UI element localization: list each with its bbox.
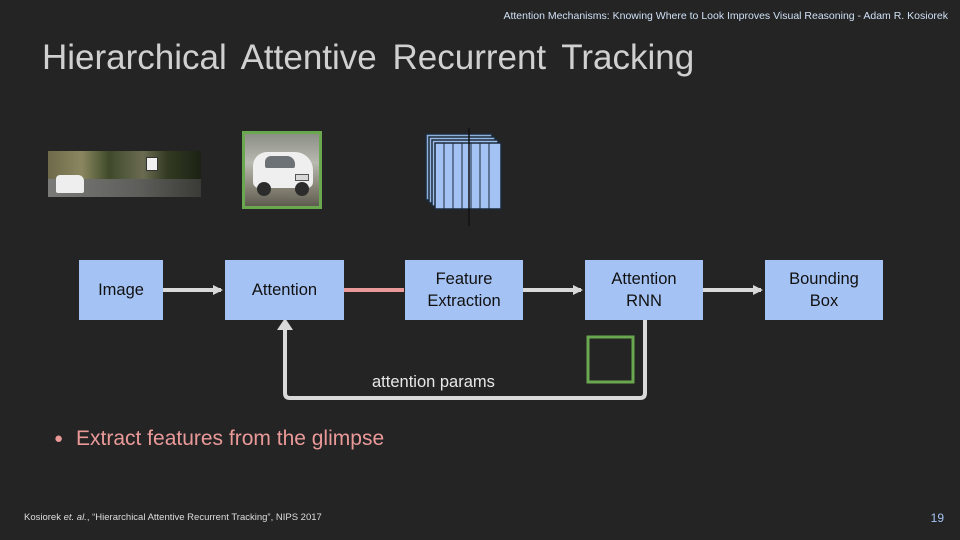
- bullet-text: Extract features from the glimpse: [76, 427, 385, 450]
- node-feature-extraction: Feature Extraction: [405, 260, 523, 320]
- feedback-arrowhead: [277, 318, 293, 330]
- citation-authors: Kosiorek: [24, 512, 64, 523]
- node-image: Image: [79, 260, 163, 320]
- header-caption: Attention Mechanisms: Knowing Where to L…: [503, 10, 948, 22]
- car-wheel-right: [295, 182, 309, 196]
- car-shape: [56, 175, 84, 193]
- feedback-arrow-path: [283, 320, 647, 400]
- car-glimpse-image: [242, 131, 322, 209]
- road-scene-image: [48, 151, 201, 197]
- feature-maps-stack-icon: [425, 128, 502, 226]
- car-wheel-left: [257, 182, 271, 196]
- road-sign-shape: [146, 157, 158, 171]
- node-attention-rnn: Attention RNN: [585, 260, 703, 320]
- road-surface: [48, 179, 201, 197]
- car-plate-shape: [295, 174, 309, 181]
- citation-rest: , “Hierarchical Attentive Recurrent Trac…: [86, 512, 322, 523]
- citation: Kosiorek et. al., “Hierarchical Attentiv…: [24, 512, 322, 523]
- bullet-dot-icon: ●: [54, 430, 64, 447]
- page-number: 19: [930, 511, 944, 525]
- car-window-shape: [265, 156, 295, 168]
- slide-title: Hierarchical Attentive Recurrent Trackin…: [42, 38, 695, 77]
- bullet-item: ● Extract features from the glimpse: [54, 427, 384, 451]
- node-attention: Attention: [225, 260, 344, 320]
- feedback-edge-label: attention params: [372, 373, 495, 391]
- node-bounding-box: Bounding Box: [765, 260, 883, 320]
- bounding-box-icon: [586, 335, 635, 384]
- citation-etal: et. al.: [63, 512, 87, 523]
